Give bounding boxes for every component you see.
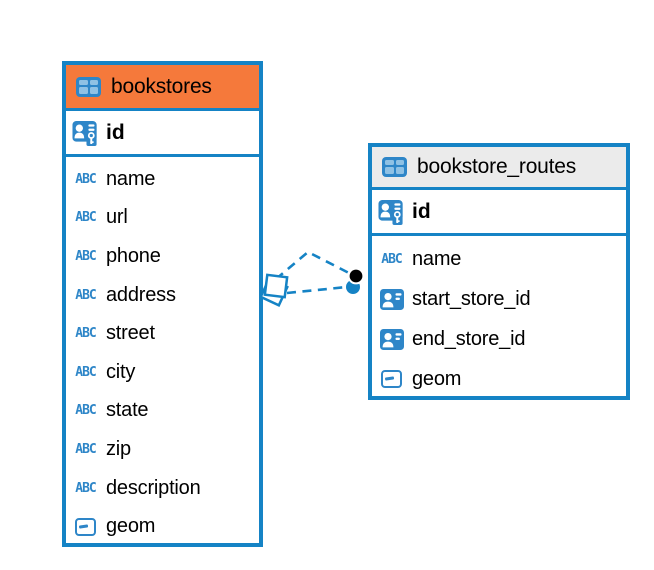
- column-name: phone: [106, 244, 161, 267]
- column-row[interactable]: ABC zip: [66, 430, 259, 469]
- table-header[interactable]: bookstores: [66, 65, 259, 111]
- relation-many-end-marker[interactable]: [259, 273, 289, 307]
- table-header[interactable]: bookstore_routes: [372, 147, 626, 190]
- table-title: bookstores: [111, 74, 212, 98]
- column-row[interactable]: ABC name: [372, 239, 626, 279]
- table-icon-cell: [385, 167, 394, 174]
- column-row[interactable]: ABC description: [66, 469, 259, 508]
- column-name: id: [412, 199, 431, 223]
- column-row[interactable]: ABC state: [66, 392, 259, 431]
- text-type-icon: ABC: [75, 326, 97, 342]
- relation-line[interactable]: [275, 250, 350, 280]
- column-row[interactable]: ABC phone: [66, 237, 259, 276]
- column-row[interactable]: geom: [372, 359, 626, 399]
- table-bookstore-routes[interactable]: bookstore_routes id ABC name: [368, 143, 630, 400]
- column-row-id[interactable]: id: [66, 111, 259, 157]
- table-icon-cell: [79, 86, 88, 94]
- relation-line[interactable]: [286, 285, 348, 295]
- table-icon-cell: [395, 167, 404, 174]
- text-type-icon: ABC: [381, 251, 403, 267]
- primary-key-icon: [72, 119, 99, 147]
- table-icon: [75, 76, 102, 97]
- column-name: end_store_id: [412, 327, 526, 350]
- column-row[interactable]: geom: [66, 507, 259, 546]
- column-name: zip: [106, 437, 131, 460]
- column-name: state: [106, 399, 149, 422]
- column-row[interactable]: end_store_id: [372, 319, 626, 359]
- reference-type-icon: [378, 288, 405, 310]
- primary-key-icon: [378, 198, 405, 226]
- column-row[interactable]: ABC url: [66, 199, 259, 238]
- reference-type-icon: [378, 328, 405, 350]
- column-name: city: [106, 360, 136, 383]
- column-row-id[interactable]: id: [372, 190, 626, 236]
- geometry-type-icon: [378, 370, 405, 388]
- column-name: name: [106, 167, 156, 190]
- table-icon-cell: [79, 79, 88, 85]
- table-icon-cell: [385, 160, 394, 165]
- column-row[interactable]: start_store_id: [372, 279, 626, 319]
- text-type-icon: ABC: [75, 403, 97, 419]
- column-row[interactable]: ABC city: [66, 353, 259, 392]
- column-row[interactable]: ABC street: [66, 314, 259, 353]
- column-name: name: [412, 247, 462, 270]
- table-bookstores[interactable]: bookstores id ABC name ABC url: [62, 61, 263, 547]
- column-name: address: [106, 283, 176, 306]
- table-icon-cell: [89, 79, 98, 85]
- text-type-icon: ABC: [75, 248, 97, 264]
- text-type-icon: ABC: [75, 210, 97, 226]
- text-type-icon: ABC: [75, 364, 97, 380]
- text-type-icon: ABC: [75, 171, 97, 187]
- table-icon: [381, 157, 408, 177]
- text-type-icon: ABC: [75, 480, 97, 496]
- column-name: description: [106, 476, 201, 499]
- column-row[interactable]: ABC address: [66, 276, 259, 315]
- column-name: url: [106, 206, 128, 229]
- table-icon-cell: [89, 86, 98, 94]
- table-title: bookstore_routes: [417, 155, 577, 178]
- relation-one-end-marker[interactable]: [346, 267, 365, 294]
- column-list: ABC name ABC url ABC phone ABC address A…: [66, 157, 259, 546]
- column-row[interactable]: ABC name: [66, 160, 259, 199]
- column-list: ABC name start_store_id: [372, 236, 626, 399]
- column-name: geom: [106, 515, 156, 538]
- column-name: id: [106, 120, 125, 144]
- column-name: start_store_id: [412, 287, 531, 310]
- column-name: geom: [412, 367, 462, 390]
- table-icon-cell: [395, 160, 404, 165]
- text-type-icon: ABC: [75, 287, 97, 303]
- column-name: street: [106, 322, 155, 345]
- text-type-icon: ABC: [75, 441, 97, 457]
- geometry-type-icon: [72, 517, 99, 536]
